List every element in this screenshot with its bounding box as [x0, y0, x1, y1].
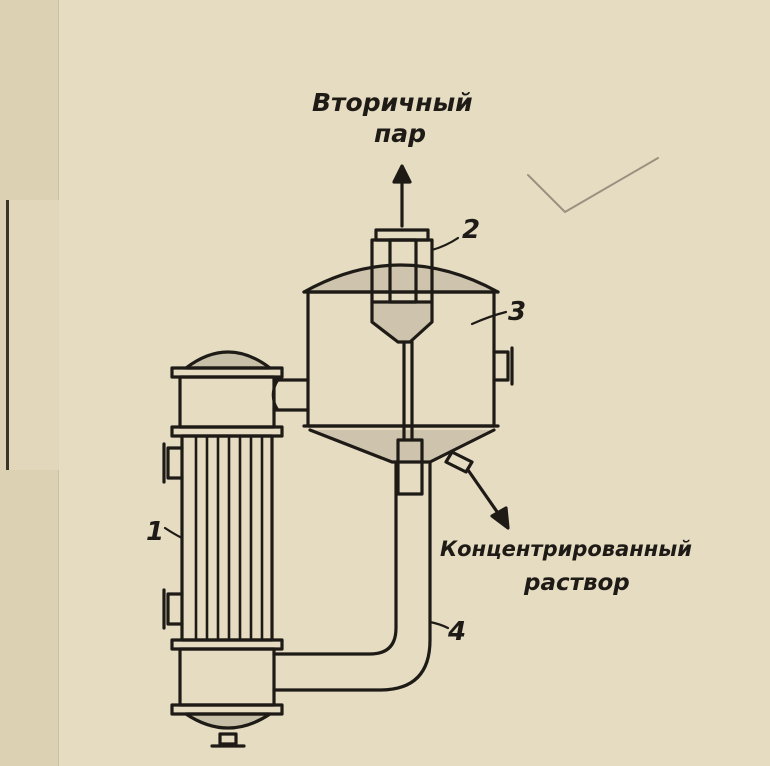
bottom-chamber: [178, 647, 276, 707]
pipe-outer-wall: [272, 460, 432, 692]
condensate-outlet-nozzle: [166, 592, 184, 626]
leader-2: [430, 236, 460, 252]
product-outlet-nozzle: [444, 450, 474, 474]
part-number-3: 3: [508, 297, 526, 327]
vapor-label-line2: пар: [374, 119, 426, 148]
pipe-inner-wall: [272, 460, 398, 656]
separator: [302, 263, 514, 474]
circulation-pipe: [272, 438, 450, 692]
leader-4: [428, 620, 450, 630]
drain-nozzle: [218, 732, 238, 746]
part-number-1: 1: [146, 517, 164, 547]
product-label-line2: раствор: [523, 570, 630, 596]
vapor-label-line1: Вторичный: [312, 88, 473, 117]
top-chamber: [178, 375, 276, 429]
heat-exchanger: [162, 350, 284, 748]
separator-cone: [308, 428, 496, 464]
pencil-check-mark: [527, 157, 659, 213]
part-number-2: 2: [462, 215, 480, 245]
separator-top-dome: [302, 263, 500, 294]
leader-3: [470, 310, 508, 326]
vapor-connector: [271, 378, 310, 412]
side-nozzle: [492, 350, 510, 382]
bottom-dome: [184, 712, 272, 730]
vapor-arrow: [392, 164, 412, 228]
inner-downcomer: [396, 438, 424, 496]
steam-inlet-nozzle: [166, 446, 184, 480]
top-dome: [184, 350, 272, 370]
tube-funnel: [370, 300, 434, 344]
leader-1: [163, 526, 184, 540]
product-arrow: [466, 468, 510, 530]
part-number-4: 4: [447, 617, 466, 647]
tube-inner: [388, 238, 418, 304]
product-label-line1: Концентрированный: [440, 537, 692, 561]
page-edge-tab: [6, 200, 59, 470]
tube-bundle: [194, 434, 264, 642]
separator-tube: [370, 228, 460, 442]
